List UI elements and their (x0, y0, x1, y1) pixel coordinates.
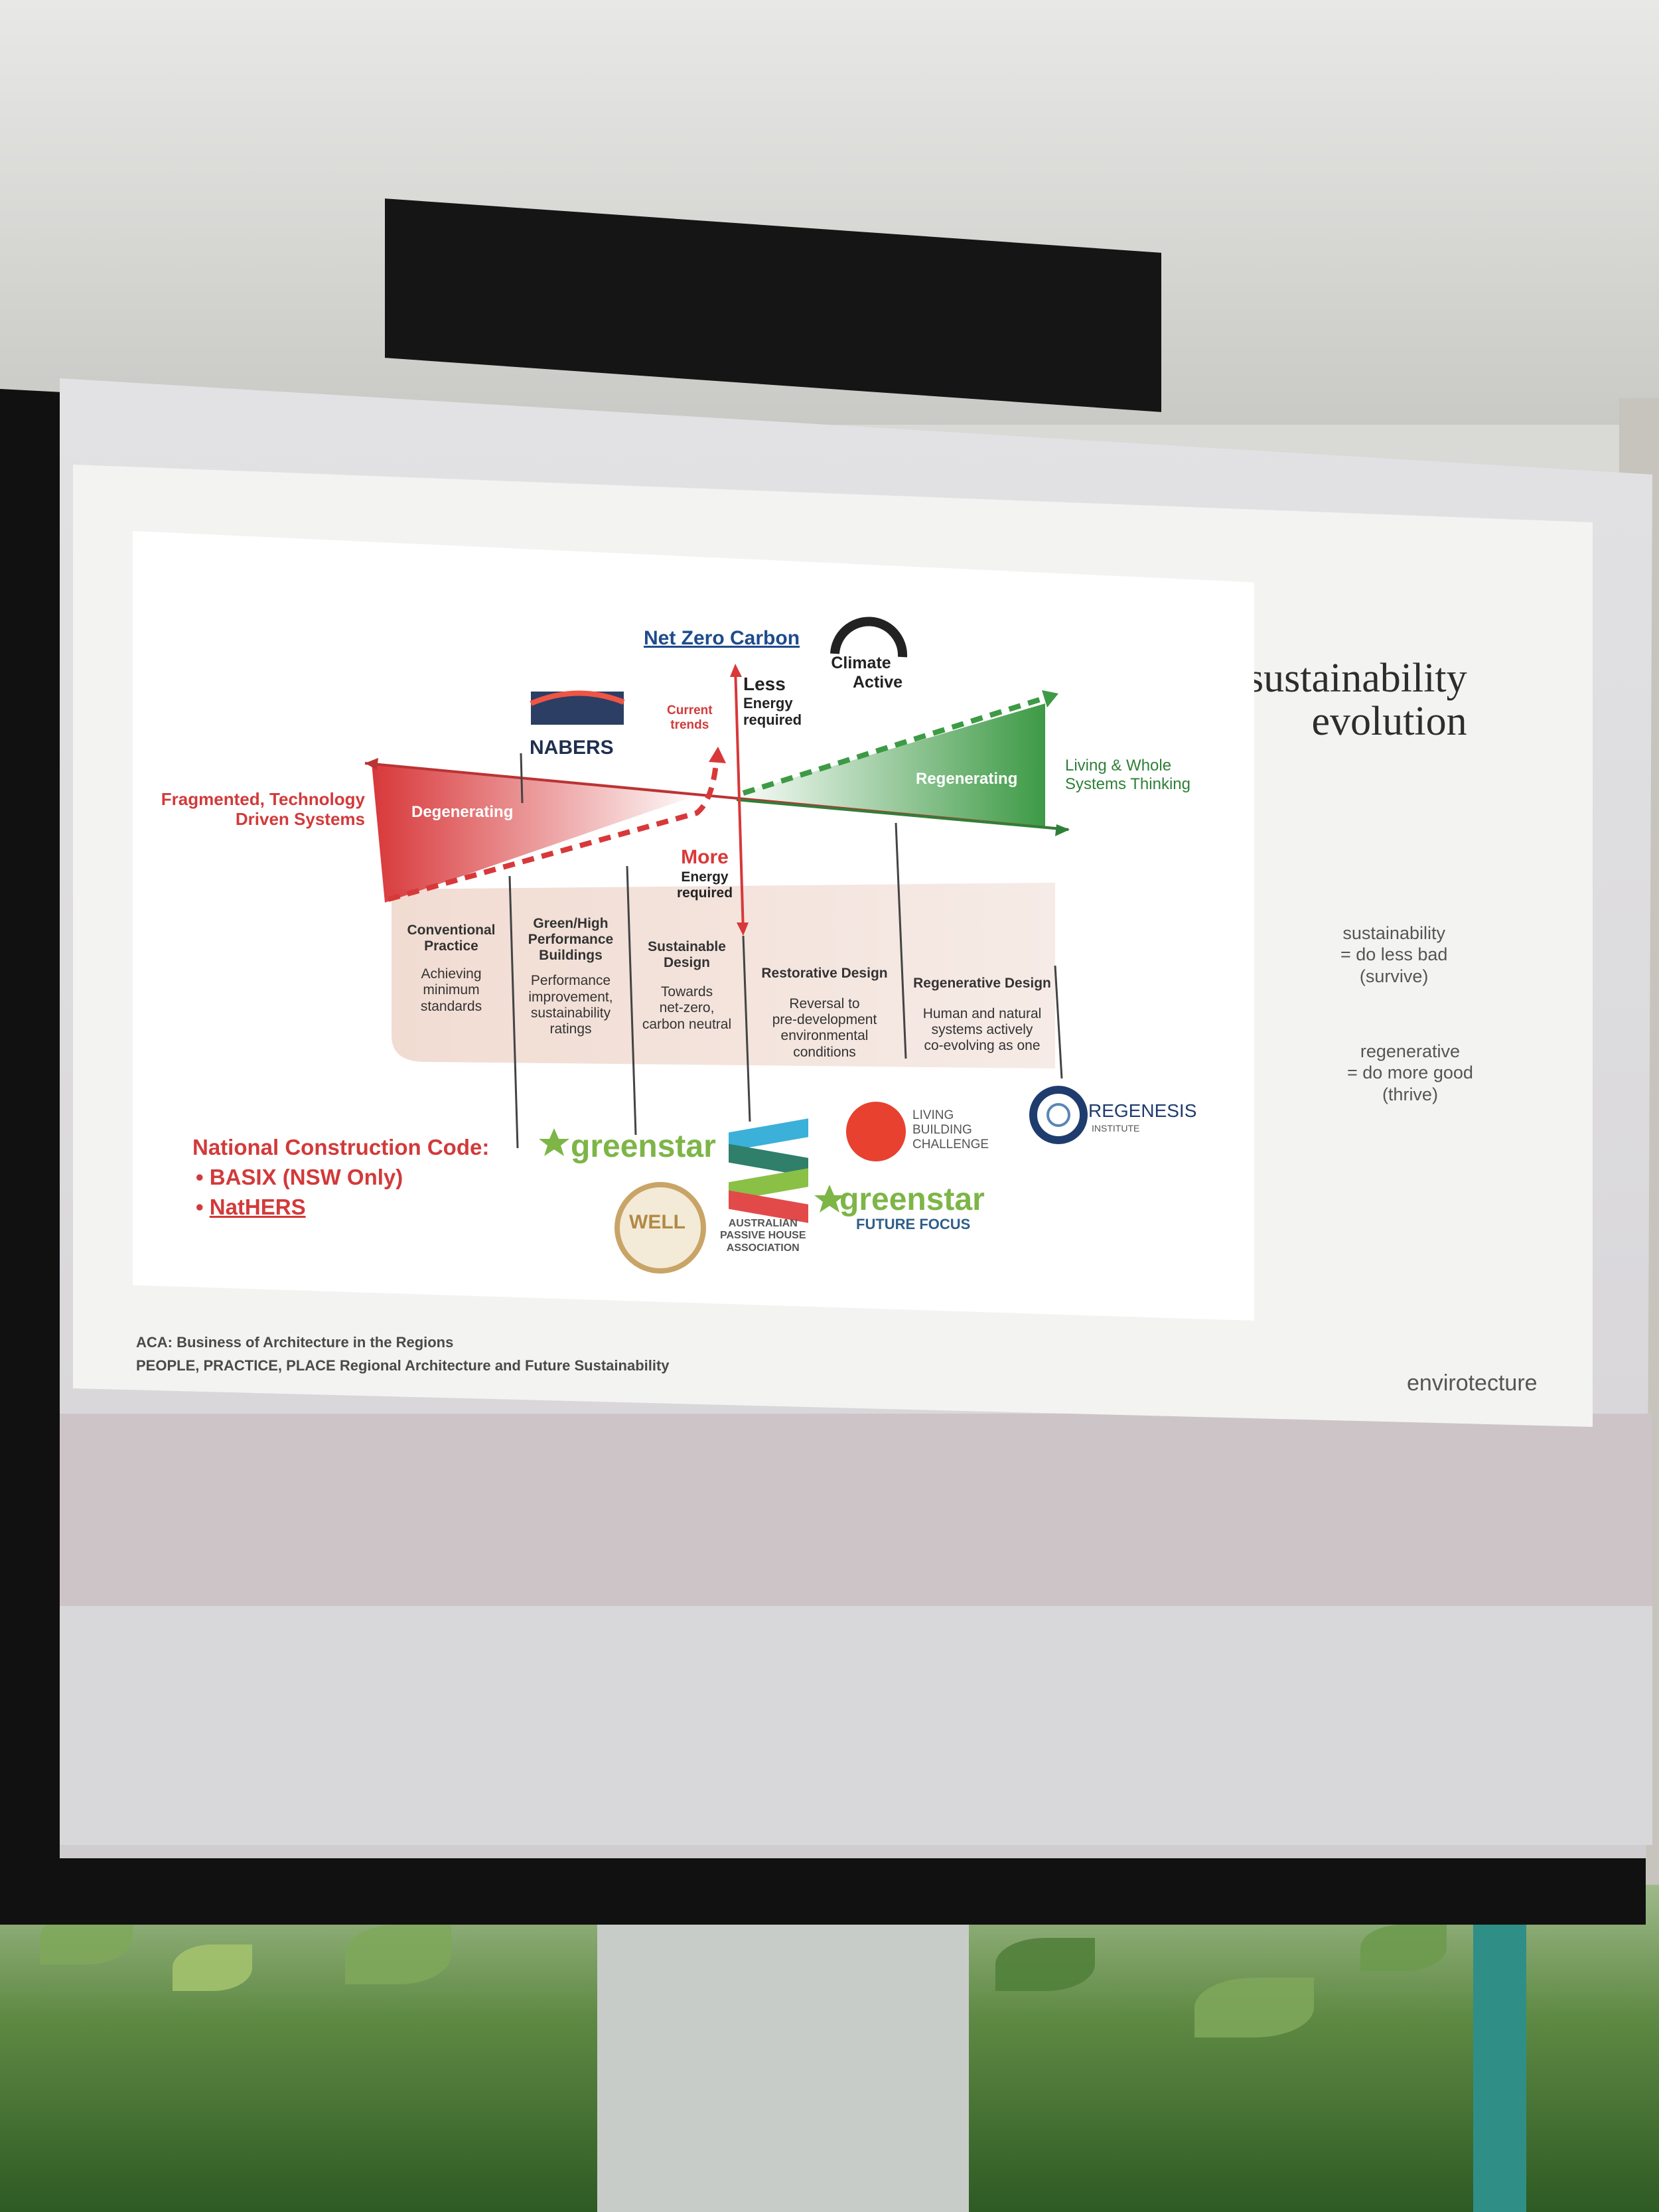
regenerating-label: Regenerating (916, 770, 1017, 788)
climate-active-arc (835, 621, 902, 657)
nabers-label: NABERS (530, 737, 614, 760)
less-energy-label: Less Energy required (743, 674, 802, 729)
living-building-challenge-logo (846, 1102, 906, 1161)
degenerating-label: Degenerating (411, 803, 513, 822)
passive-house-logo (729, 1118, 808, 1223)
living-building-challenge-text: LIVING BUILDING CHALLENGE (912, 1108, 989, 1152)
ncc-item-nathers: • NatHERS (196, 1195, 306, 1220)
ncc-title: National Construction Code: (192, 1135, 489, 1160)
regenesis-sub-label: INSTITUTE (1092, 1123, 1139, 1134)
ncc-item-basix: • BASIX (NSW Only) (196, 1165, 403, 1190)
degenerating-wedge (372, 763, 703, 903)
stage-sustainable-design: Sustainable Design Towards net-zero, car… (630, 939, 743, 1033)
stage-conventional: Conventional Practice Achieving minimum … (395, 922, 508, 1015)
regenesis-label: REGENESIS (1088, 1100, 1196, 1122)
stage-regenerative-design: Regenerative Design Human and natural sy… (909, 976, 1055, 1055)
greenstar-star-icon (539, 1128, 569, 1156)
current-trends-label: Current trends (667, 703, 713, 733)
stage-restorative-design: Restorative Design Reversal to pre-devel… (753, 966, 896, 1061)
future-focus-label: FUTURE FOCUS (856, 1216, 970, 1232)
net-zero-carbon-label: Net Zero Carbon (644, 627, 800, 650)
more-energy-label: More Energy required (677, 846, 733, 901)
climate-active-logo: Climate Active (820, 654, 902, 692)
well-logo-text: WELL (629, 1211, 685, 1234)
greenstar-future-focus-logo: greenstar (839, 1181, 985, 1218)
regenesis-logo (1033, 1090, 1084, 1140)
passive-house-text: AUSTRALIAN PASSIVE HOUSE ASSOCIATION (720, 1218, 806, 1254)
greenstar-logo: greenstar (571, 1128, 716, 1165)
living-systems-label: Living & Whole Systems Thinking (1065, 757, 1190, 793)
stage-green-high-performance: Green/High Performance Buildings Perform… (514, 916, 627, 1037)
fragmented-systems-label: Fragmented, Technology Driven Systems (133, 790, 365, 830)
